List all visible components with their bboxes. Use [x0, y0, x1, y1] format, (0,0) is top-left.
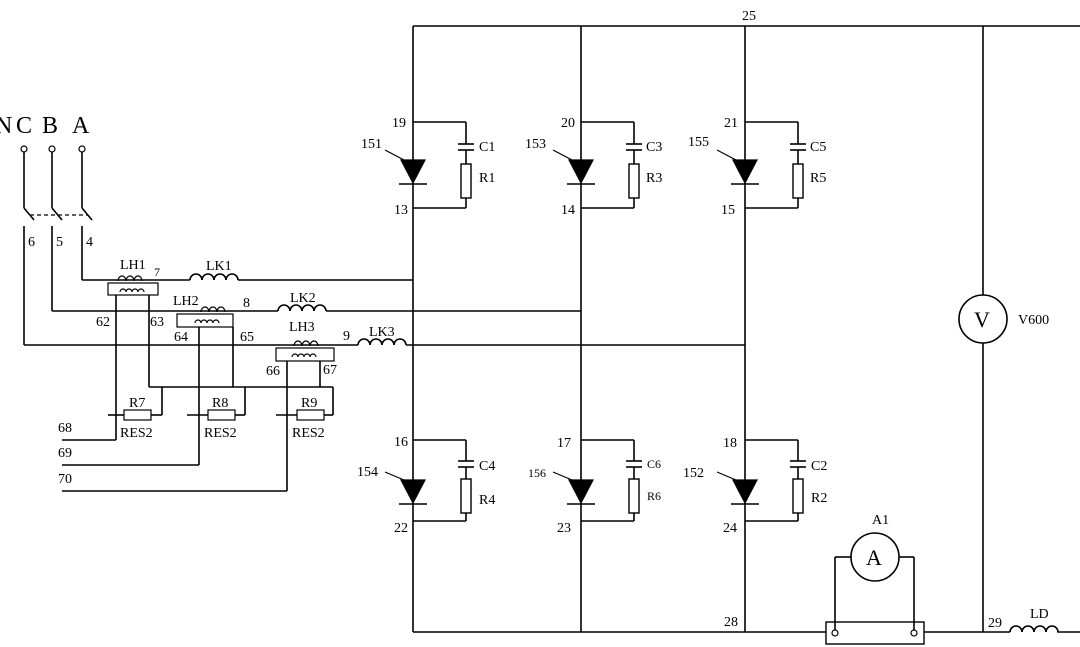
ct-secondary-wiring [62, 295, 334, 492]
ct-lh3-label: LH3 [289, 320, 315, 335]
capacitor-c2-label: C2 [811, 459, 827, 474]
inductor-ld [1009, 625, 1080, 633]
resistor-r6-label: R6 [647, 489, 661, 503]
node-62: 62 [96, 315, 110, 330]
inductor-lk2-label: LK2 [290, 291, 316, 306]
node-29: 29 [988, 616, 1002, 631]
node-23: 23 [557, 521, 571, 536]
thyristor-156-label: 156 [528, 466, 546, 480]
switch-node-6: 6 [28, 235, 35, 250]
node-18: 18 [723, 436, 737, 451]
capacitor-c5-label: C5 [810, 140, 826, 155]
resistor-r1-label: R1 [479, 171, 495, 186]
thyristor-151-label: 151 [361, 137, 382, 152]
capacitor-c6-label: C6 [647, 457, 661, 471]
node-24: 24 [723, 521, 737, 536]
thyristor-152-label: 152 [683, 466, 704, 481]
ammeter-shunt [825, 532, 925, 645]
phase-c-line [24, 338, 745, 362]
thyristor-155-label: 155 [688, 135, 709, 150]
resistor-r2-label: R2 [811, 491, 827, 506]
resistor-r7-label: R7 [129, 396, 145, 411]
node-69: 69 [58, 446, 72, 461]
node-66: 66 [266, 364, 280, 379]
resistor-r3-label: R3 [646, 171, 662, 186]
switch-node-4: 4 [86, 235, 93, 250]
thyristor-cell-154 [384, 439, 475, 522]
node-25: 25 [742, 9, 756, 24]
node-9: 9 [343, 329, 350, 344]
voltmeter-label: V600 [1018, 313, 1049, 328]
node-19: 19 [392, 116, 406, 131]
input-switch [20, 145, 93, 345]
resistor-r9-label: R9 [301, 396, 317, 411]
thyristor-154-label: 154 [357, 465, 378, 480]
node-7: 7 [154, 265, 160, 279]
capacitor-c3-label: C3 [646, 140, 662, 155]
node-68: 68 [58, 421, 72, 436]
resistor-r8-label: R8 [212, 396, 228, 411]
phase-a-line [82, 273, 413, 296]
node-8: 8 [243, 296, 250, 311]
terminal-b-label: B [42, 113, 58, 139]
node-70: 70 [58, 472, 72, 487]
inductor-lk3-label: LK3 [369, 325, 395, 340]
terminal-c-label: C [16, 113, 32, 139]
node-15: 15 [721, 203, 735, 218]
switch-node-5: 5 [56, 235, 63, 250]
node-20: 20 [561, 116, 575, 131]
thyristor-cell-151 [384, 121, 475, 209]
ct-lh1-label: LH1 [120, 258, 146, 273]
inductor-ld-label: LD [1030, 607, 1049, 622]
terminal-n-label: N [0, 113, 12, 139]
voltmeter-symbol: V [974, 307, 990, 332]
node-21: 21 [724, 116, 738, 131]
thyristor-cell-153 [552, 121, 643, 209]
node-16: 16 [394, 435, 408, 450]
phase-b-line [52, 304, 581, 328]
resistor-r7-type: RES2 [120, 426, 153, 441]
node-13: 13 [394, 203, 408, 218]
ammeter-symbol: A [866, 545, 882, 570]
resistor-r5-label: R5 [810, 171, 826, 186]
node-17: 17 [557, 436, 571, 451]
resistor-r9-type: RES2 [292, 426, 325, 441]
thyristor-cell-155 [716, 121, 807, 209]
node-28: 28 [724, 615, 738, 630]
thyristor-153-label: 153 [525, 137, 546, 152]
thyristor-cell-152 [716, 439, 807, 522]
thyristor-cell-156 [552, 439, 643, 522]
ammeter-label: A1 [872, 513, 889, 528]
node-64: 64 [174, 330, 188, 345]
node-63: 63 [150, 315, 164, 330]
capacitor-c1-label: C1 [479, 140, 495, 155]
inductor-lk1-label: LK1 [206, 259, 232, 274]
terminal-a-label: A [72, 113, 90, 139]
node-65: 65 [240, 330, 254, 345]
node-67: 67 [323, 363, 337, 378]
node-22: 22 [394, 521, 408, 536]
resistor-r8-type: RES2 [204, 426, 237, 441]
voltmeter [958, 294, 1008, 344]
node-14: 14 [561, 203, 575, 218]
dc-positive-bus [412, 25, 1080, 632]
capacitor-c4-label: C4 [479, 459, 495, 474]
ct-lh2-label: LH2 [173, 294, 199, 309]
resistor-r4-label: R4 [479, 493, 495, 508]
